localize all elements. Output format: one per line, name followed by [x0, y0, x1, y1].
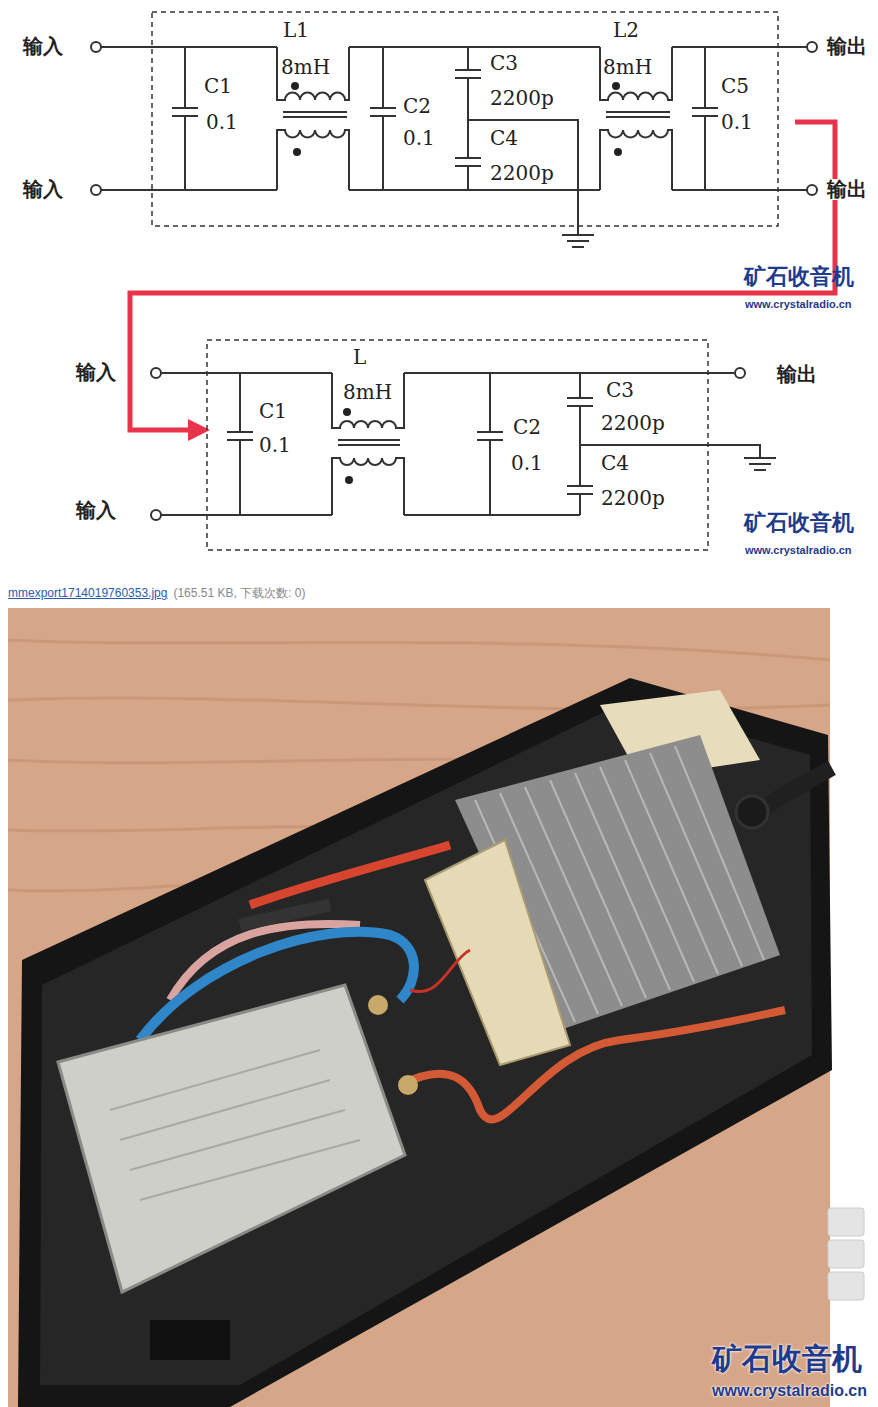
watermark-url: www.crystalradio.cn	[745, 545, 852, 557]
part-value: 2200p	[489, 88, 555, 109]
part-value: 2200p	[600, 488, 666, 509]
part-name: L2	[612, 20, 640, 41]
part-value: 0.1	[258, 435, 292, 456]
part-name: L1	[282, 20, 310, 41]
filter-schematic-bottom	[151, 340, 776, 550]
watermark-url: www.crystalradio.cn	[712, 1383, 867, 1400]
terminal-label: 输入	[75, 500, 117, 521]
terminal-label: 输出	[826, 179, 868, 200]
part-value: 8mH	[602, 57, 653, 78]
part-value: 0.1	[402, 128, 436, 149]
part-value: 8mH	[280, 57, 331, 78]
filter-schematic-top	[91, 12, 817, 247]
part-value: 2200p	[489, 163, 555, 184]
side-icons	[828, 1208, 864, 1300]
terminal-label: 输入	[22, 36, 64, 57]
part-name: L	[352, 347, 367, 368]
part-value: 0.1	[205, 112, 239, 133]
file-name: mmexport1714019760353.jpg	[8, 587, 167, 600]
watermark: 矿石收音机	[712, 1343, 862, 1375]
part-name: C4	[489, 128, 519, 149]
watermark: 矿石收音机	[744, 511, 854, 534]
terminal-label: 输入	[22, 179, 64, 200]
terminal-label: 输出	[776, 364, 818, 385]
part-value: 0.1	[510, 453, 544, 474]
part-name: C3	[605, 380, 635, 401]
terminal-label: 输出	[826, 36, 868, 57]
part-name: C1	[203, 76, 233, 97]
part-name: C5	[720, 76, 750, 97]
part-name: C2	[402, 96, 432, 117]
watermark-url: www.crystalradio.cn	[745, 299, 852, 311]
part-name: C4	[600, 453, 630, 474]
part-value: 0.1	[720, 112, 754, 133]
part-name: C2	[512, 417, 542, 438]
red-arrow	[130, 122, 835, 441]
part-name: C1	[258, 401, 288, 422]
part-value: 8mH	[342, 382, 393, 403]
photo	[8, 608, 832, 1407]
terminal-label: 输入	[75, 362, 117, 383]
watermark: 矿石收音机	[744, 265, 854, 288]
part-name: C3	[489, 53, 519, 74]
part-value: 2200p	[600, 413, 666, 434]
file-info: (165.51 KB, 下载次数: 0)	[173, 587, 305, 600]
